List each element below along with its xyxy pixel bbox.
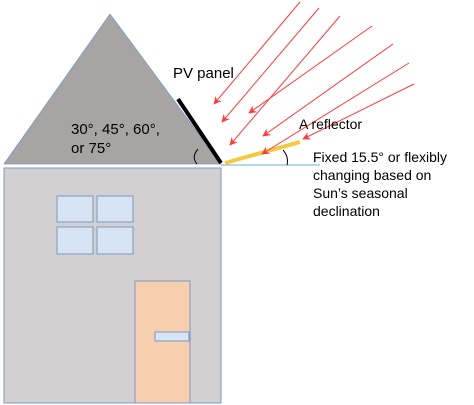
fixed-angle-label-line4: declination	[313, 203, 380, 219]
door	[134, 280, 191, 404]
fixed-angle-label-line3: Sun’s seasonal	[313, 185, 408, 201]
sun-ray-arrow-icon	[248, 25, 373, 114]
pv-panel	[176, 97, 223, 165]
sun-ray-arrow-icon	[221, 7, 320, 123]
sun-ray-arrow-icon	[261, 62, 410, 155]
reflector-label: A reflector	[299, 116, 362, 132]
sun-rays	[213, 1, 415, 155]
reflector-angle-arc	[282, 149, 288, 166]
roof	[3, 13, 222, 165]
window	[56, 195, 134, 255]
window-pane	[96, 226, 134, 255]
sun-ray-arrow-icon	[262, 43, 394, 137]
fixed-angle-label-line1: Fixed 15.5° or flexibly	[313, 149, 447, 165]
window-pane	[56, 195, 94, 223]
window-pane	[96, 195, 134, 223]
fixed-angle-label-line2: changing based on	[313, 167, 431, 183]
roof-angle-arc	[193, 148, 199, 165]
pv-panel-label: PV panel	[173, 65, 234, 82]
sun-ray-arrow-icon	[229, 15, 341, 146]
roof-angles-label-line2: or 75°	[71, 140, 111, 157]
sun-ray-arrow-icon	[213, 1, 301, 105]
reflector	[224, 140, 301, 165]
roof-angles-label-line1: 30°, 45°, 60°,	[71, 121, 160, 138]
door-handle	[154, 331, 190, 342]
window-pane	[56, 226, 94, 255]
sun-ray-arrow-icon	[302, 83, 415, 140]
